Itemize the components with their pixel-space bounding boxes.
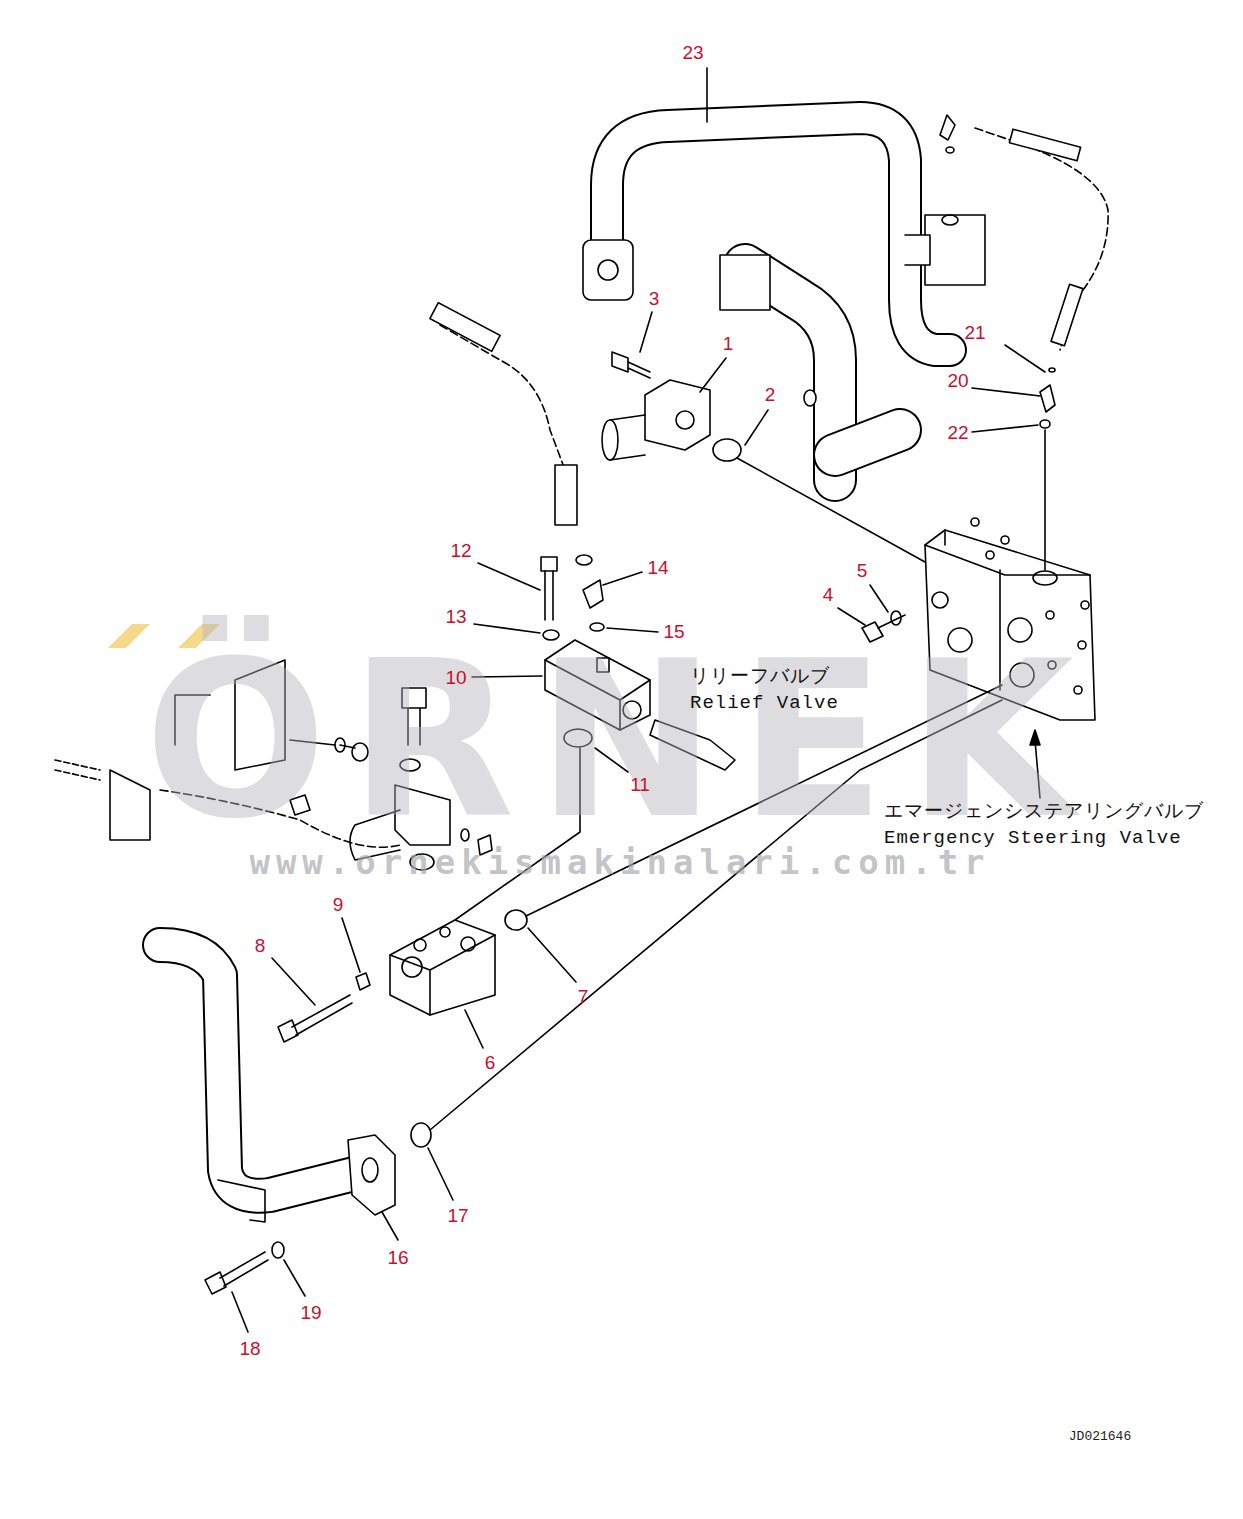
callout-number: 21 — [964, 323, 985, 342]
callout-number: 5 — [857, 561, 868, 580]
callout-number: 7 — [578, 987, 589, 1006]
component-note: Relief Valve — [690, 694, 839, 713]
watermark-url: www.ornekismakinalari.com.tr — [249, 845, 990, 879]
callout-number: 19 — [300, 1303, 321, 1322]
callout-number: 20 — [947, 371, 968, 390]
component-note: リリーフバルブ — [690, 668, 830, 687]
callout-number: 2 — [765, 385, 776, 404]
callout-number: 15 — [663, 622, 684, 641]
callout-number: 23 — [682, 43, 703, 62]
callout-number: 11 — [630, 775, 650, 794]
callout-number: 22 — [947, 423, 968, 442]
component-note: エマージェンシステアリングバルブ — [884, 803, 1204, 822]
callout-number: 3 — [649, 289, 660, 308]
callout-number: 8 — [255, 936, 266, 955]
callout-number: 18 — [239, 1339, 260, 1358]
component-note: Emergency Steering Valve — [884, 829, 1182, 848]
callout-number: 17 — [447, 1206, 468, 1225]
drawing-code: JD021646 — [1069, 1430, 1131, 1443]
callout-number: 14 — [647, 558, 668, 577]
callout-number: 10 — [445, 668, 466, 687]
callout-number: 4 — [823, 585, 834, 604]
callout-number: 9 — [333, 895, 344, 914]
callout-number: 13 — [445, 607, 466, 626]
callout-number: 1 — [723, 334, 734, 353]
callout-number: 6 — [485, 1053, 496, 1072]
callout-number: 12 — [450, 541, 471, 560]
callout-number: 16 — [387, 1248, 408, 1267]
